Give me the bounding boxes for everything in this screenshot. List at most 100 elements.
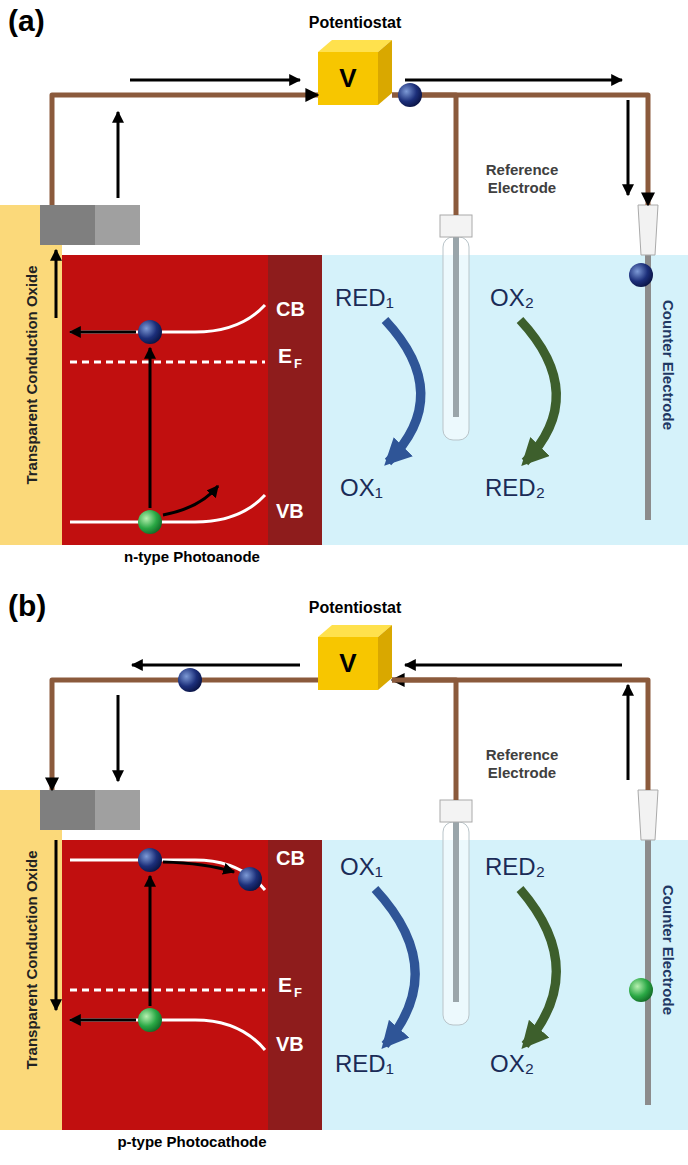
- surface-layer: [268, 255, 322, 545]
- hole: [138, 510, 162, 534]
- node-label: Potentiostat: [309, 14, 401, 32]
- band-label: E: [278, 973, 292, 997]
- electrolyte: [322, 840, 688, 1130]
- current-arrow: [117, 695, 120, 781]
- conduction-band: [70, 860, 265, 890]
- band-label: VB: [276, 1033, 304, 1056]
- current-arrow: [627, 100, 630, 195]
- oxidation-arrow: [520, 889, 556, 1045]
- electron-arrow: [70, 331, 136, 334]
- reduction-arrow: [520, 320, 556, 462]
- wire: [52, 95, 318, 205]
- electrolyte: [322, 255, 688, 545]
- node-label: Counter Electrode: [660, 300, 677, 430]
- wire: [392, 680, 456, 800]
- electron: [138, 848, 162, 872]
- semiconductor: [62, 255, 322, 545]
- counter-cap: [638, 205, 658, 255]
- wire: [52, 680, 318, 790]
- oxidation-arrow: [385, 320, 421, 462]
- reference-cap: [440, 800, 472, 822]
- species-label: OX₂: [490, 284, 534, 312]
- hole-arrow: [163, 486, 218, 515]
- species-label: OX₁: [340, 853, 383, 881]
- conduction-band: [70, 305, 265, 332]
- counter-cap: [638, 790, 658, 840]
- potentiostat-front: [318, 637, 378, 690]
- electron: [238, 867, 262, 891]
- reference-electrode: Reference Electrode: [440, 800, 472, 1025]
- node-label: Transparent Conduction Oxide: [23, 850, 40, 1069]
- fermi-level: [70, 361, 265, 364]
- potentiostat-side: [378, 40, 392, 105]
- electron: [398, 83, 422, 107]
- tco-band: Transparent Conduction Oxide: [0, 790, 62, 1130]
- reference-wire: [453, 237, 459, 417]
- band-label: E: [278, 344, 292, 368]
- node-label: Transparent Conduction Oxide: [23, 265, 40, 484]
- band-label: CB: [276, 847, 305, 870]
- node-label: n-type Photoanode: [124, 548, 260, 565]
- excitation-arrow: [149, 348, 152, 508]
- semiconductor: [62, 840, 322, 1130]
- node-symbol: V: [318, 52, 378, 105]
- current-arrow: [117, 112, 120, 198]
- contact-block: [40, 790, 95, 830]
- contact-block: [95, 205, 140, 245]
- band-label: F: [294, 985, 302, 1000]
- current-arrow: [55, 840, 58, 1010]
- species-label: RED₂: [485, 853, 545, 881]
- band-label: F: [294, 356, 302, 371]
- reference-electrode: Reference Electrode: [440, 215, 472, 440]
- tco-layer: [0, 205, 62, 545]
- wire: [392, 680, 648, 790]
- band-label: CB: [276, 298, 305, 321]
- panel-b: [0, 625, 688, 1130]
- contact-block: [40, 205, 95, 245]
- electron: [629, 263, 653, 287]
- node-label: Counter Electrode: [660, 885, 677, 1015]
- current-arrow: [405, 664, 622, 667]
- current-arrow: [55, 250, 58, 318]
- current-arrow: [627, 685, 630, 780]
- reduction-arrow: [375, 889, 415, 1045]
- tco-layer: [0, 790, 62, 1130]
- counter-rod: [645, 840, 651, 1105]
- electron-arrow: [163, 862, 234, 872]
- node-label: p-type Photocathode: [117, 1133, 266, 1150]
- potentiostat-front: [318, 52, 378, 105]
- panel-label: (b): [8, 589, 46, 623]
- species-label: RED₂: [485, 474, 545, 502]
- species-label: RED₁: [335, 1050, 394, 1078]
- reference-wire: [453, 822, 459, 1002]
- surface-layer: [268, 840, 322, 1130]
- counter-electrode: Counter Electrode: [636, 790, 688, 1110]
- contact-block: [95, 790, 140, 830]
- electron: [178, 668, 202, 692]
- potentiostat-box: PotentiostatV: [318, 40, 392, 105]
- current-arrow: [130, 79, 300, 82]
- panel-label: (a): [8, 4, 45, 38]
- band-label: VB: [276, 500, 304, 523]
- species-label: OX₂: [490, 1050, 534, 1078]
- node-label: Reference Electrode: [476, 746, 568, 782]
- potentiostat-side: [378, 625, 392, 690]
- valence-band: [70, 1020, 265, 1050]
- current-arrow: [132, 664, 300, 667]
- species-label: OX₁: [340, 474, 383, 502]
- fermi-level: [70, 989, 265, 992]
- reference-tube: [443, 822, 469, 1025]
- counter-rod: [645, 255, 651, 520]
- node-label: Reference Electrode: [476, 161, 568, 197]
- counter-electrode: Counter Electrode: [636, 205, 688, 525]
- electron: [138, 320, 162, 344]
- wire: [392, 95, 648, 205]
- current-arrow: [405, 79, 622, 82]
- reference-tube: [443, 237, 469, 440]
- hole: [629, 978, 653, 1002]
- tco-band: Transparent Conduction Oxide: [0, 205, 62, 545]
